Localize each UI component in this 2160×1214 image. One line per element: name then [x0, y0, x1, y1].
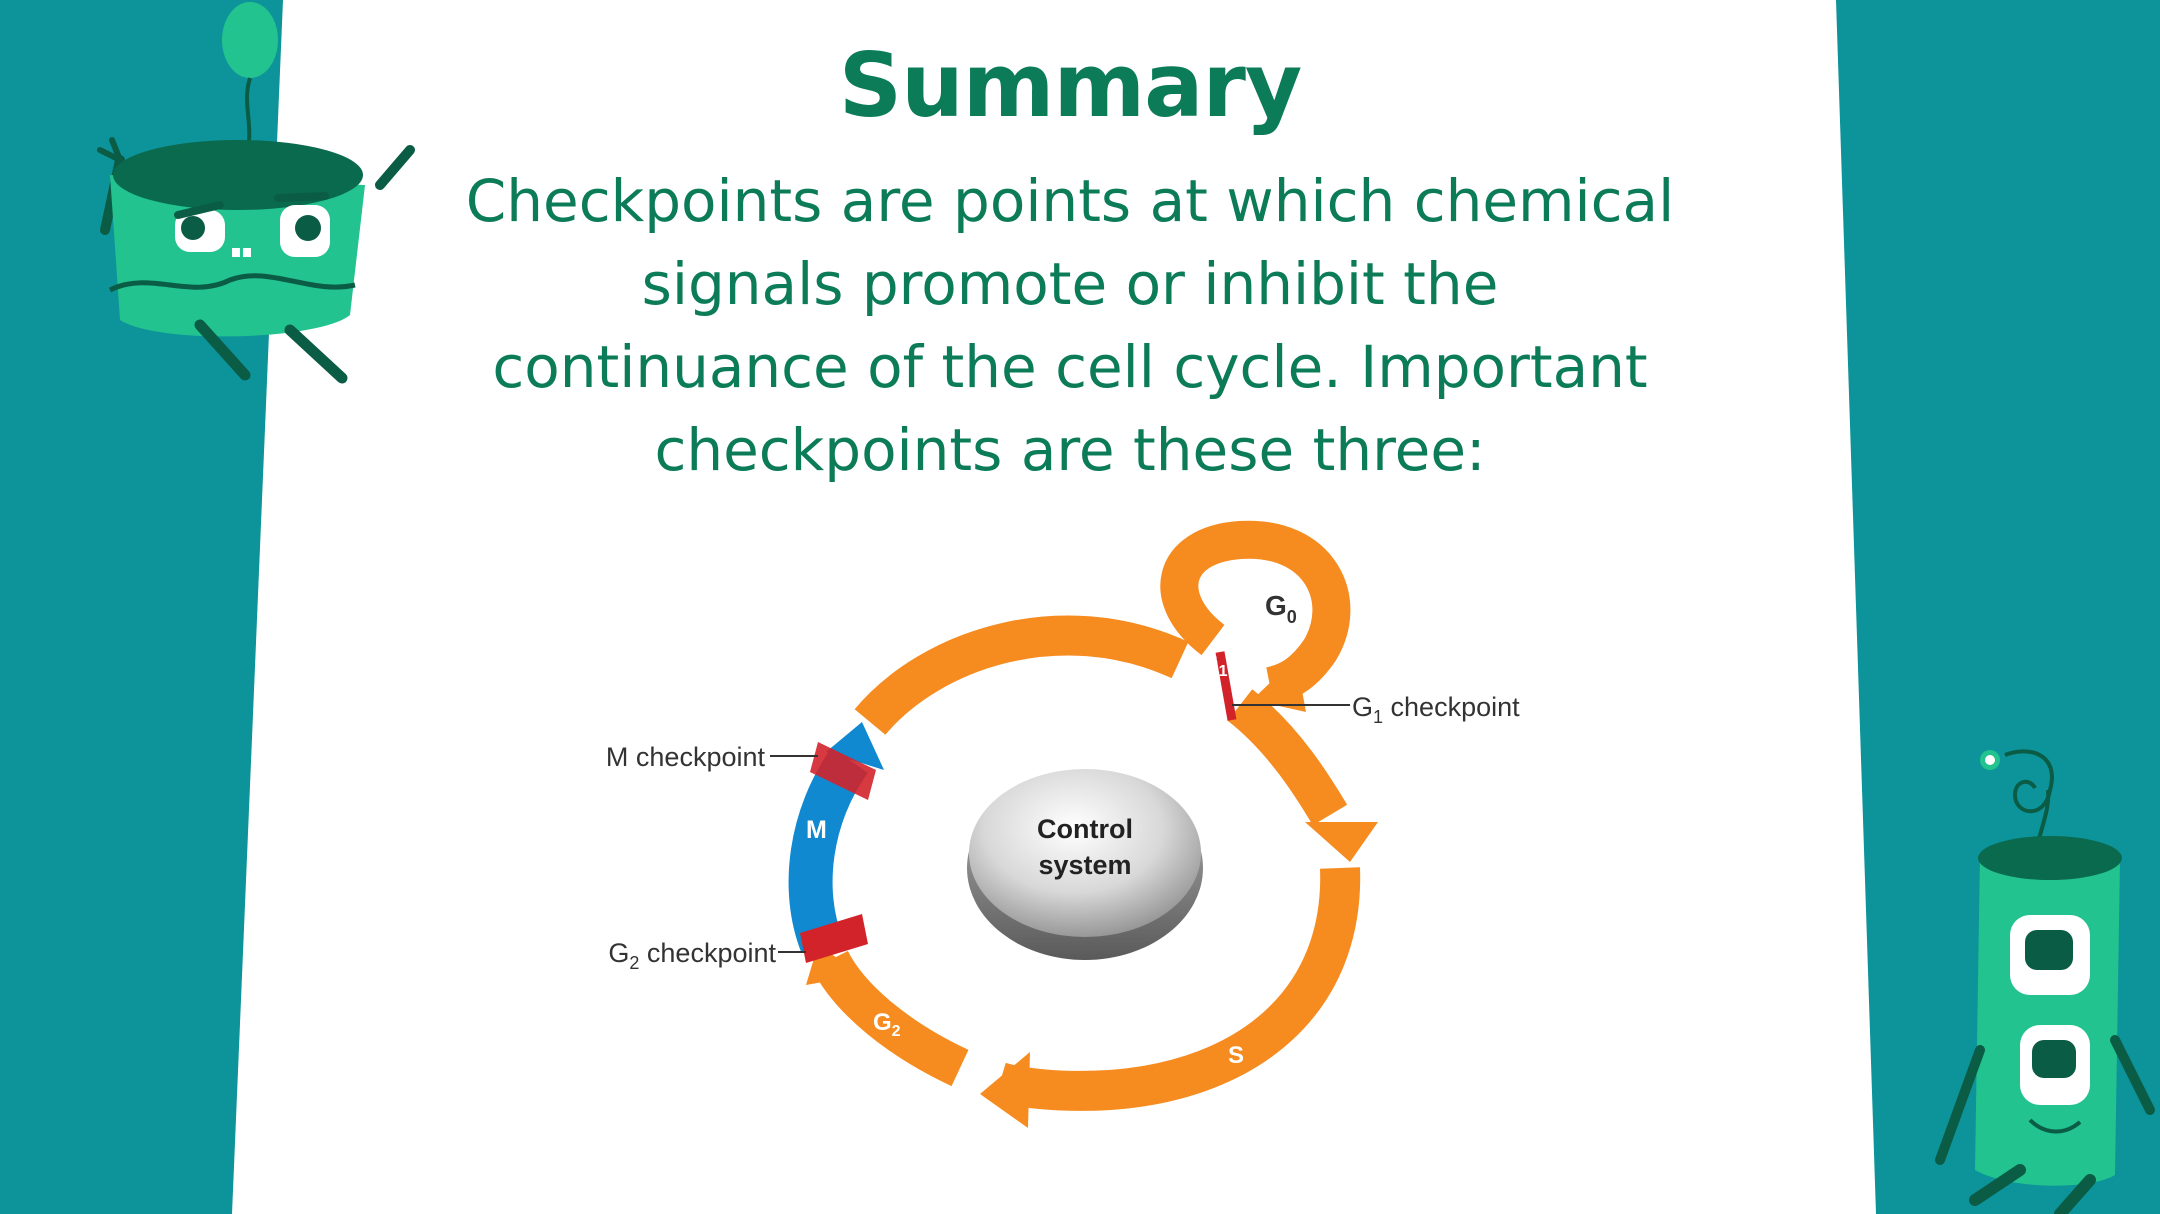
- m-checkpoint-marker: [810, 742, 876, 800]
- g0-label: G0: [1265, 590, 1297, 627]
- control-system-disc-icon: [967, 769, 1203, 960]
- g2-label: G2: [873, 1009, 901, 1040]
- summary-text: Checkpoints are points at which chemical…: [465, 167, 1675, 484]
- control-label-line2: system: [1038, 850, 1131, 880]
- m-checkpoint-label: M checkpoint: [606, 742, 766, 772]
- right-mascot-icon: [1935, 749, 2155, 1214]
- page-title: Summary: [838, 34, 1303, 137]
- g1-to-s-arrow: [1227, 689, 1378, 862]
- g1-checkpoint-label: G1 checkpoint: [1352, 692, 1520, 727]
- g1-label: G1: [1200, 649, 1228, 680]
- g2-arrow: [806, 945, 969, 1087]
- g0-loop-arrow: [1160, 520, 1351, 712]
- g2-checkpoint-marker: [800, 914, 868, 963]
- left-mascot-icon: [97, 2, 415, 384]
- g2-checkpoint-label: G2 checkpoint: [608, 938, 776, 973]
- g1-arc-arrow: [854, 615, 1189, 736]
- m-label: M: [806, 816, 827, 844]
- cell-cycle-diagram: Control system G0 G1 S G2 M G1 checkpoin…: [606, 520, 1520, 1128]
- s-label: S: [1228, 1042, 1244, 1069]
- g1-checkpoint-marker: [1215, 651, 1237, 721]
- s-arrow: [980, 867, 1361, 1128]
- control-label-line1: Control: [1037, 814, 1133, 844]
